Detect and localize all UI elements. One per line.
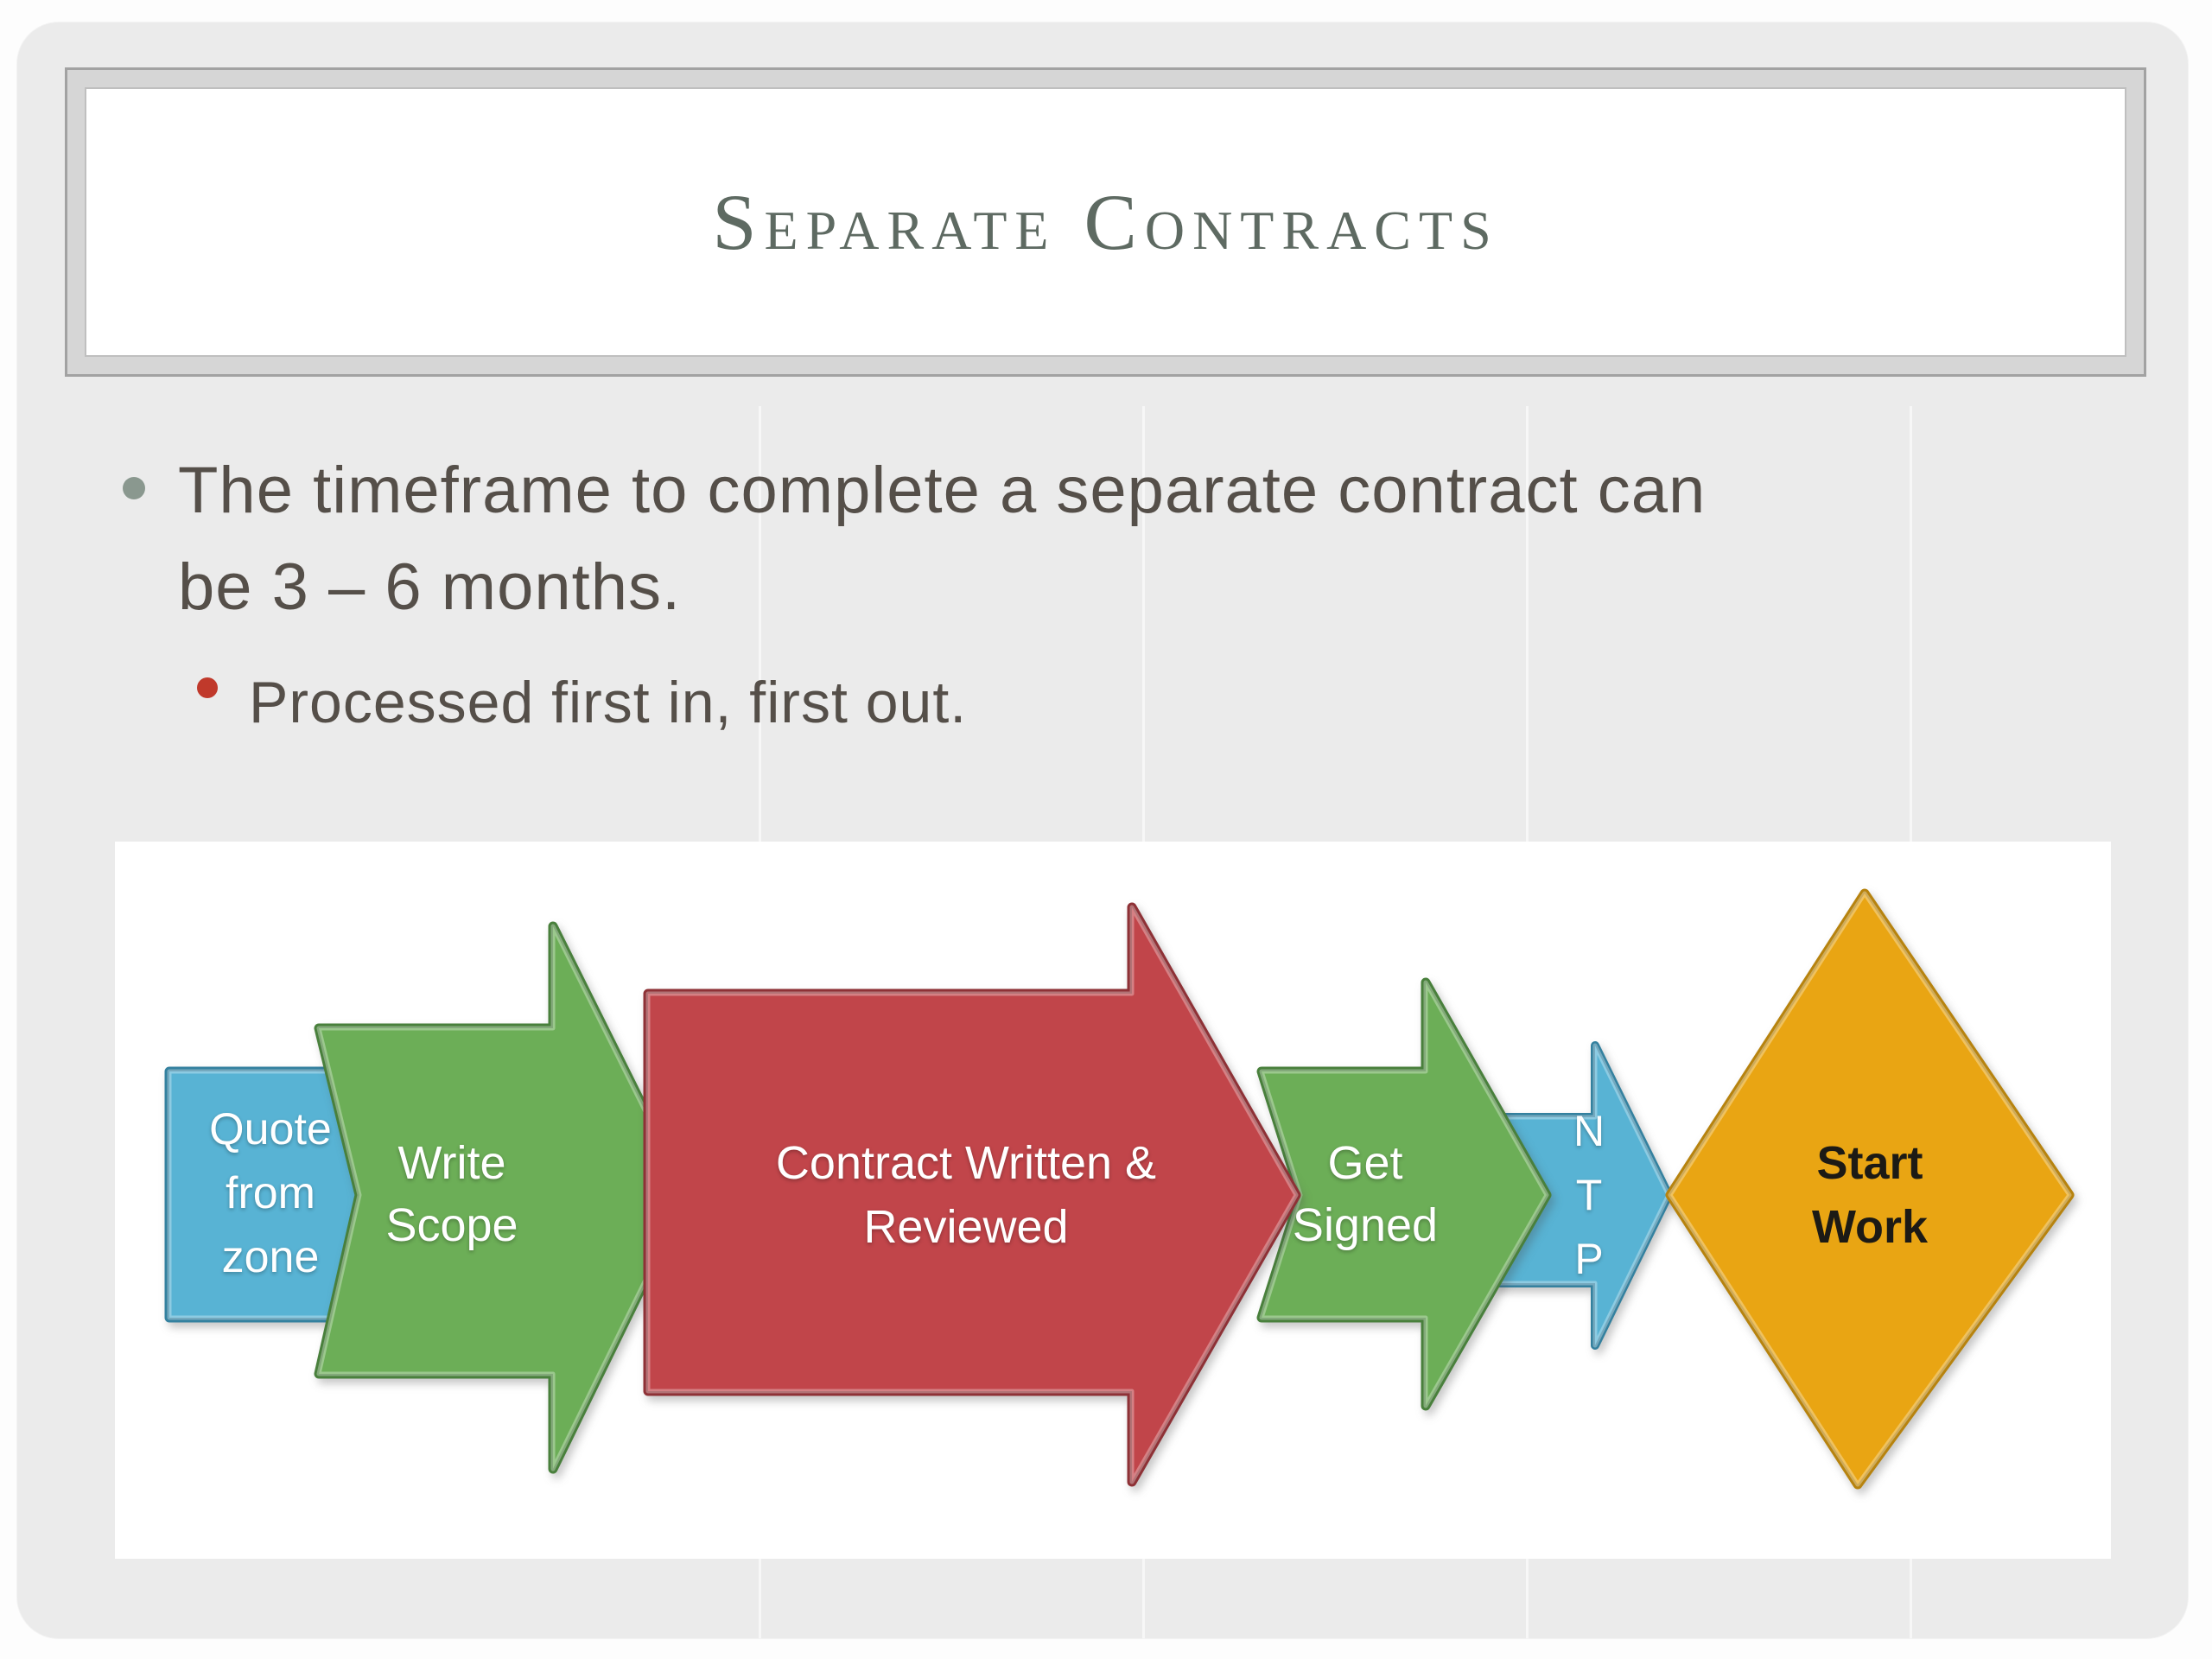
title-box-frame: Separate Contracts: [67, 70, 2144, 374]
shape-start-work: [1665, 888, 2075, 1490]
label-contract-line2: Reviewed: [863, 1201, 1068, 1253]
label-ntp-n: N: [1573, 1107, 1605, 1155]
label-ntp-p: P: [1574, 1235, 1603, 1283]
bullet-text-sub: Processed first in, first out.: [249, 670, 968, 735]
sub-bullet-dot: [197, 677, 218, 698]
label-start-work-line1: Start: [1816, 1137, 1923, 1189]
label-ntp-t: T: [1576, 1171, 1603, 1219]
arrow-highlight: [1259, 980, 1549, 1408]
title-box: Separate Contracts: [65, 67, 2146, 377]
label-write-scope-line2: Scope: [385, 1199, 518, 1251]
title-box-inner: Separate Contracts: [85, 87, 2126, 357]
shape-contract-written-reviewed: [643, 902, 1301, 1487]
diamond-highlight: [1668, 891, 2072, 1487]
arrow-highlight: [316, 924, 690, 1471]
bullet-line: The timeframe to complete a separate con…: [178, 454, 1707, 527]
label-write-scope-line1: Write: [397, 1137, 505, 1189]
shape-get-signed: [1256, 977, 1552, 1411]
bullet-dot: [123, 477, 145, 499]
slide-title: Separate Contracts: [712, 178, 1499, 266]
label-quote-line3: zone: [222, 1232, 320, 1282]
bullet-text-main: The timeframe to complete a separate con…: [178, 442, 1706, 636]
flow-diagram: Quote from zone Write Scope Contract Wri…: [164, 888, 2075, 1490]
shape-ntp: [1492, 1041, 1673, 1350]
shape-write-scope: [314, 921, 692, 1474]
label-get-signed-line2: Signed: [1293, 1199, 1438, 1251]
label-quote-line2: from: [226, 1168, 315, 1218]
diagram-panel: Quote from zone Write Scope Contract Wri…: [115, 842, 2111, 1559]
label-get-signed-line1: Get: [1327, 1137, 1402, 1189]
arrow-highlight: [645, 905, 1299, 1484]
label-start-work-line2: Work: [1812, 1201, 1929, 1253]
bullet-line: be 3 – 6 months.: [178, 550, 682, 624]
label-quote-line1: Quote: [209, 1104, 332, 1154]
label-contract-line1: Contract Written &: [776, 1137, 1156, 1189]
slide-card: Separate Contracts The timeframe to comp…: [17, 22, 2188, 1638]
